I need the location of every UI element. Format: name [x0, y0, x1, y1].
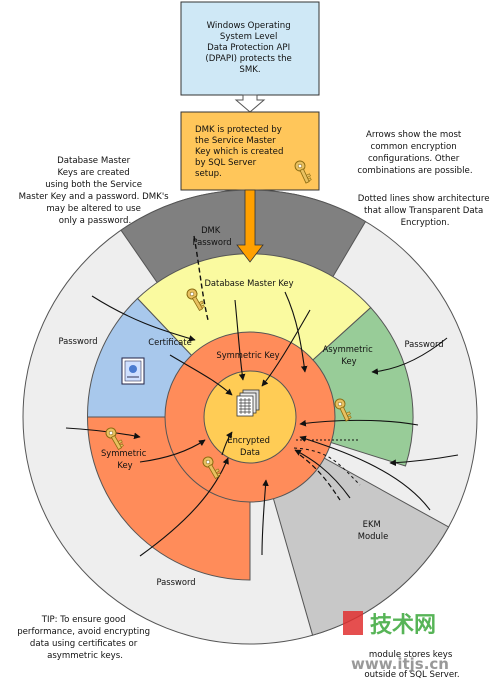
arrows	[65, 291, 459, 557]
dmk-password-label: DMK Password	[192, 225, 231, 247]
dpapi-line: (DPAPI) protects the	[205, 54, 291, 64]
arrow-symkey2-to-data	[221, 431, 233, 456]
symmetric-key-inner-label: Symmetric Key	[216, 350, 279, 360]
arrow-dmk-to-data	[234, 299, 246, 381]
arrow-password-bottom-to-symkey	[261, 479, 269, 556]
note-line: data using certificates or	[30, 639, 138, 649]
note-line: asymmetric keys.	[47, 651, 123, 661]
dpapi-line: Data Protection API	[207, 43, 290, 53]
note-line: Encryption.	[401, 218, 450, 228]
note-line: Arrows show the most	[366, 130, 462, 140]
note-dotted-lines: Dotted lines show architecture that allo…	[358, 194, 492, 228]
data-pages-icon	[236, 389, 260, 417]
watermark: 技术网 www.itjs.cn	[343, 611, 449, 673]
dpapi-line: SMK.	[239, 65, 260, 75]
arrow-right2-to-data	[299, 435, 431, 511]
note-line: outside of SQL Server.	[364, 670, 459, 680]
password-left-label: Password	[58, 336, 97, 346]
dpapi-box-text: Windows Operating System Level Data Prot…	[205, 21, 294, 75]
password-right-label: Password	[404, 339, 443, 349]
symmetric-key-left-label: Symmetric Key	[101, 448, 149, 470]
dpapi-line: Windows Operating	[207, 21, 291, 31]
note-line: that allow Transparent Data	[364, 206, 483, 216]
note-line: performance, avoid encrypting	[17, 627, 150, 637]
arrow-symkey-to-data	[139, 439, 206, 463]
note-tip: TIP: To ensure good performance, avoid e…	[17, 615, 153, 661]
certificate-icon	[121, 357, 145, 385]
asymmetric-key-line: Asymmetric	[323, 344, 374, 354]
dpapi-box	[180, 1, 320, 96]
note-line: combinations are possible.	[357, 166, 472, 176]
ekm-module-label: EKM Module	[358, 519, 388, 541]
dmk-line: by SQL Server	[195, 158, 257, 168]
tde-dashed-line	[193, 235, 209, 321]
dmk-line: the Service Master	[195, 136, 276, 146]
note-line: Keys are created	[58, 168, 130, 178]
certificate-label: Certificate	[148, 337, 192, 347]
watermark-brand: 技术网	[370, 613, 436, 638]
note-line: module stores keys	[369, 650, 453, 660]
arrow-password-bottom-to-data	[139, 457, 229, 557]
watermark-url: www.itjs.cn	[351, 655, 449, 673]
note-line: using both the Service	[45, 180, 142, 190]
note-line: TIP: To ensure good	[41, 615, 126, 625]
dmk-line: DMK is protected by	[195, 125, 282, 135]
dpapi-to-smk-arrow	[234, 94, 266, 113]
note-line: Database Master	[57, 156, 131, 166]
database-master-key-label: Database Master Key	[204, 278, 293, 288]
smk-to-dmk-arrow	[236, 189, 264, 263]
arrow-ekm-to-data	[294, 449, 351, 499]
ekm-module-line: Module	[358, 531, 388, 541]
encrypted-data-line: Data	[240, 447, 260, 457]
arrow-dmk-to-asymmetric	[284, 291, 308, 373]
note-line: Master Key and a password. DMK's	[19, 192, 170, 202]
ekm-module-line: EKM	[363, 519, 381, 529]
arrow-certificate-to-data	[169, 354, 233, 396]
note-line: common encryption	[371, 142, 457, 152]
note-line: only a password.	[59, 216, 131, 226]
arrow-asym-to-data	[261, 309, 311, 387]
tde-dashed-line	[299, 454, 341, 501]
note-line: may be altered to use	[46, 204, 141, 214]
asymmetric-key-line: Key	[341, 356, 356, 366]
note-arrows: Arrows show the most common encryption c…	[357, 130, 472, 176]
dpapi-line: System Level	[220, 32, 277, 42]
symmetric-key-left-line: Key	[117, 460, 132, 470]
arrow-right-to-data	[299, 419, 419, 427]
note-ekm: module stores keys outside of SQL Server…	[364, 650, 459, 680]
note-database-master-keys: Database Master Keys are created using b…	[19, 156, 172, 226]
encrypted-data-label: Encrypted Data	[227, 435, 272, 457]
asymmetric-key-label: Asymmetric Key	[323, 344, 376, 366]
arrow-password-right	[389, 454, 459, 466]
symmetric-key-left-line: Symmetric	[101, 448, 147, 458]
note-line: Dotted lines show architecture	[358, 194, 490, 204]
password-bottom-label: Password	[156, 577, 195, 587]
arrow-password-to-asymmetric	[371, 337, 448, 375]
note-line: configurations. Other	[368, 154, 460, 164]
dmk-password-line: DMK	[201, 225, 221, 235]
dmk-password-line: Password	[192, 237, 231, 247]
watermark-logo-box	[343, 611, 363, 635]
dmk-box-text: DMK is protected by the Service Master K…	[195, 125, 286, 179]
dmk-line: Key which is created	[195, 147, 283, 157]
dmk-line: setup.	[195, 169, 222, 179]
encrypted-data-line: Encrypted	[227, 435, 270, 445]
arrow-password-to-certificate	[91, 295, 196, 342]
